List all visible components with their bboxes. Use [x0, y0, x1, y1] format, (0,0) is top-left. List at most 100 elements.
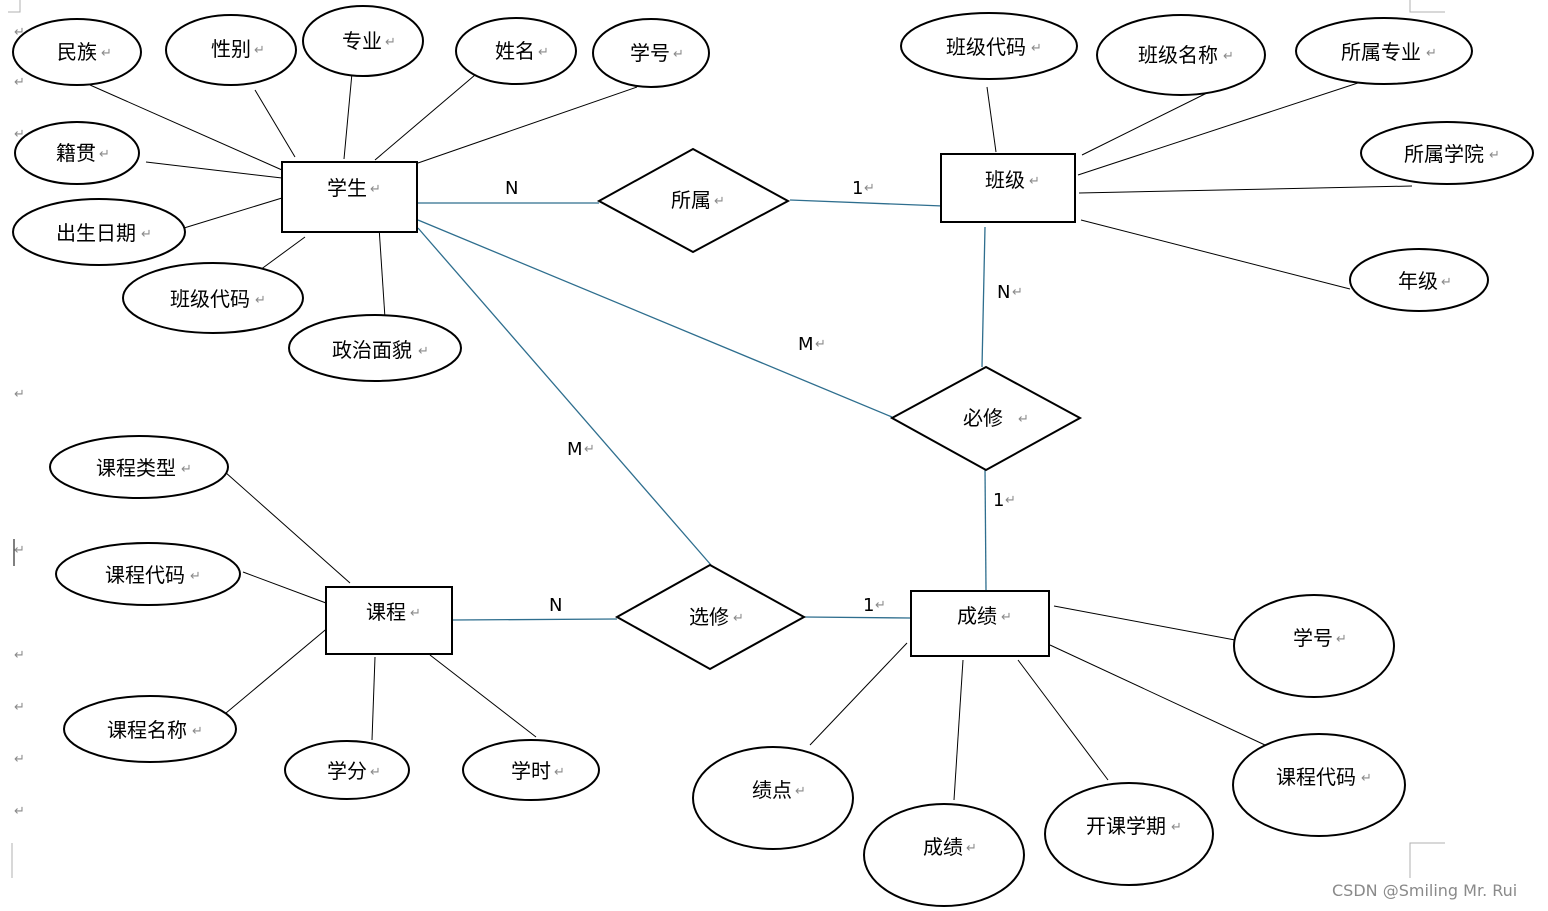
relationship-diamond — [596, 147, 791, 254]
attribute-label: 班级代码 — [946, 35, 1026, 59]
paragraph-mark: ↵ — [14, 752, 25, 767]
attribute-major[interactable]: 专业 ↵ — [302, 5, 424, 77]
entity-student[interactable]: 学生 ↵ — [281, 161, 418, 233]
attribute-gpa[interactable]: 绩点 ↵ — [692, 746, 854, 850]
paragraph-mark: ↵ — [795, 784, 806, 799]
paragraph-mark: ↵ — [370, 765, 381, 780]
attribute-gender[interactable]: 性别 ↵ — [165, 14, 297, 86]
entity-box — [910, 590, 1050, 657]
relationship-required[interactable]: 必修 ↵ — [889, 365, 1083, 472]
paragraph-mark: ↵ — [385, 35, 396, 50]
relationship-label: 选修 — [689, 605, 729, 629]
entity-grade[interactable]: 成绩 ↵ — [910, 590, 1050, 657]
paragraph-mark: ↵ — [14, 648, 25, 663]
attribute-ethnicity[interactable]: 民族 ↵ — [12, 18, 142, 86]
paragraph-mark: ↵ — [673, 47, 684, 62]
entity-label: 学生 — [327, 176, 367, 200]
attribute-label: 专业 — [342, 29, 382, 53]
attribute-class-code[interactable]: 班级代码 ↵ — [900, 12, 1078, 80]
attribute-ellipse — [1349, 248, 1489, 312]
paragraph-mark: ↵ — [966, 841, 977, 856]
attribute-course-name[interactable]: 课程名称 ↵ — [63, 695, 237, 763]
entity-class[interactable]: 班级 ↵ — [940, 153, 1076, 223]
attribute-label: 学时 — [511, 759, 551, 783]
paragraph-mark: ↵ — [14, 25, 25, 40]
cardinality-label: 1 — [852, 178, 863, 199]
attribute-ellipse — [14, 121, 140, 185]
attribute-name[interactable]: 姓名 ↵ — [455, 17, 577, 85]
attribute-label: 性别 — [211, 37, 251, 61]
attribute-student-id[interactable]: 学号 ↵ — [1233, 594, 1395, 698]
relationship-label: 必修 — [963, 406, 1003, 430]
relationship-diamond — [889, 365, 1083, 472]
attribute-label: 班级名称 — [1138, 43, 1218, 67]
paragraph-mark: ↵ — [1018, 412, 1029, 427]
cardinality-label: N — [549, 595, 562, 616]
attribute-score[interactable]: 成绩 ↵ — [863, 803, 1025, 907]
paragraph-mark: ↵ — [714, 194, 725, 209]
attribute-class-code[interactable]: 班级代码 ↵ — [122, 262, 304, 334]
attribute-course-code[interactable]: 课程代码 ↵ — [1232, 733, 1406, 837]
attribute-ellipse — [1233, 594, 1395, 698]
entity-box — [281, 161, 418, 233]
attribute-political-status[interactable]: 政治面貌 ↵ — [288, 314, 462, 382]
paragraph-mark: ↵ — [1223, 49, 1234, 64]
paragraph-mark: ↵ — [1012, 285, 1023, 300]
attribute-major-affiliation[interactable]: 所属专业 ↵ — [1295, 17, 1473, 85]
student-attributes: 民族 ↵ 性别 ↵ 专业 ↵ 姓名 ↵ 学号 ↵ 籍贯 ↵ — [12, 5, 710, 382]
paragraph-mark: ↵ — [1441, 275, 1452, 290]
paragraph-mark: ↵ — [99, 147, 110, 162]
paragraph-mark: ↵ — [1426, 46, 1437, 61]
paragraph-mark: ↵ — [1031, 41, 1042, 56]
attribute-course-type[interactable]: 课程类型 ↵ — [49, 435, 229, 499]
relationship-elective[interactable]: 选修 ↵ — [614, 563, 807, 671]
paragraph-mark: ↵ — [410, 606, 421, 621]
cardinality-label: M — [798, 334, 814, 355]
attribute-class-hours[interactable]: 学时 ↵ — [462, 739, 600, 801]
paragraph-mark: ↵ — [554, 765, 565, 780]
paragraph-mark: ↵ — [254, 43, 265, 58]
attribute-label: 绩点 — [752, 778, 792, 802]
attribute-class-name[interactable]: 班级名称 ↵ — [1096, 14, 1266, 96]
course-attributes: 课程类型 ↵ 课程代码 ↵ 课程名称 ↵ 学分 ↵ 学时 ↵ — [49, 435, 600, 801]
paragraph-mark: ↵ — [181, 462, 192, 477]
paragraph-mark: ↵ — [1001, 610, 1012, 625]
entity-label: 班级 — [985, 168, 1025, 192]
attribute-ellipse — [288, 314, 462, 382]
attribute-label: 姓名 — [495, 39, 535, 63]
attribute-ellipse — [863, 803, 1025, 907]
cardinality-labels: N 1 ↵ N ↵ M ↵ 1 ↵ M ↵ N 1 ↵ — [505, 178, 1023, 616]
cardinality-label: N — [997, 282, 1010, 303]
attribute-label: 学号 — [630, 41, 670, 65]
entity-box — [940, 153, 1076, 223]
paragraph-mark: ↵ — [14, 700, 25, 715]
attribute-ellipse — [455, 17, 577, 85]
attribute-semester[interactable]: 开课学期 ↵ — [1044, 782, 1214, 886]
cardinality-label: M — [567, 439, 583, 460]
attribute-ellipse — [900, 12, 1078, 80]
attribute-ellipse — [592, 18, 710, 88]
attribute-year[interactable]: 年级 ↵ — [1349, 248, 1489, 312]
attribute-ellipse — [49, 435, 229, 499]
paragraph-mark: ↵ — [14, 804, 25, 819]
attribute-credits[interactable]: 学分 ↵ — [284, 740, 410, 800]
attribute-ellipse — [12, 18, 142, 86]
attribute-student-id[interactable]: 学号 ↵ — [592, 18, 710, 88]
attribute-label: 班级代码 — [170, 287, 250, 311]
attribute-label: 年级 — [1398, 269, 1438, 293]
attribute-college[interactable]: 所属学院 ↵ — [1360, 121, 1534, 185]
attribute-label: 课程代码 — [105, 563, 185, 587]
entity-label: 课程 — [366, 600, 406, 624]
paragraph-mark: ↵ — [864, 181, 875, 196]
relationship-belongs[interactable]: 所属 ↵ — [596, 147, 791, 254]
attribute-birth-date[interactable]: 出生日期 ↵ — [12, 198, 186, 266]
paragraph-mark: ↵ — [1029, 174, 1040, 189]
paragraph-mark: ↵ — [14, 387, 25, 402]
attribute-lines — [89, 72, 1413, 801]
entity-course[interactable]: 课程 ↵ — [325, 586, 453, 655]
cardinality-label: N — [505, 178, 518, 199]
paragraph-mark: ↵ — [1489, 148, 1500, 163]
attribute-course-code[interactable]: 课程代码 ↵ — [55, 542, 241, 606]
attribute-native-place[interactable]: 籍贯 ↵ — [14, 121, 140, 185]
